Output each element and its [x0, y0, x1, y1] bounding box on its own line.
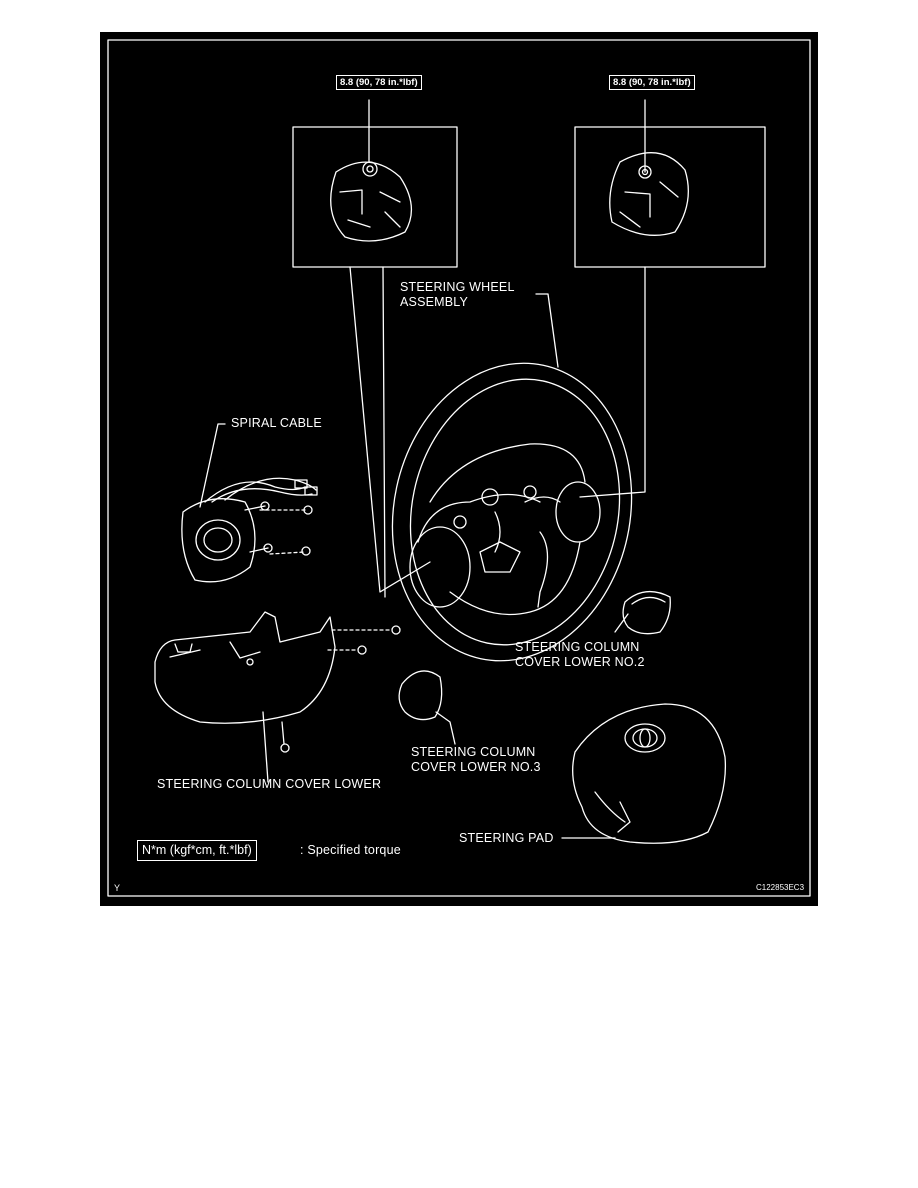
hub-detail-right [609, 152, 689, 236]
legend-unit-box: N*m (kgf*cm, ft.*lbf) [137, 840, 257, 861]
leader-right [579, 266, 646, 498]
detail-box-right [574, 126, 766, 268]
figure-code: C122853EC3 [756, 883, 805, 892]
leader-cover-no3 [435, 711, 456, 745]
spiral-screws [244, 501, 313, 556]
torque-spec-right: 8.8 (90, 78 in.*lbf) [609, 75, 695, 90]
figure-frame [107, 39, 811, 897]
corner-mark: Y [114, 883, 121, 893]
label-steering-wheel: STEERING WHEEL ASSEMBLY [400, 280, 515, 309]
label-steering-pad: STEERING PAD [459, 831, 554, 845]
cover-no3-drawing [398, 670, 443, 721]
detail-box-left [292, 126, 458, 268]
exploded-diagram: 8.8 (90, 78 in.*lbf) 8.8 (90, 78 in.*lbf… [100, 32, 818, 906]
label-cover-lower: STEERING COLUMN COVER LOWER [157, 777, 382, 791]
hub-detail-left [330, 161, 412, 242]
column-cover-lower-drawing [154, 611, 336, 724]
leader-left-inner [382, 266, 386, 598]
leader-left-outer [349, 266, 431, 593]
steering-pad-drawing [572, 703, 727, 844]
cover-no2-drawing [622, 590, 671, 635]
steering-wheel-drawing [391, 362, 633, 662]
leader-cover-no2 [614, 613, 629, 633]
cover-screws [280, 625, 401, 753]
label-spiral-cable: SPIRAL CABLE [231, 416, 322, 430]
label-cover-lower-no2: STEERING COLUMN COVER LOWER NO.2 [515, 640, 645, 669]
label-cover-lower-no3: STEERING COLUMN COVER LOWER NO.3 [411, 745, 541, 774]
torque-spec-left: 8.8 (90, 78 in.*lbf) [336, 75, 422, 90]
leader-wheel [535, 293, 559, 368]
spiral-cable-drawing [181, 477, 318, 583]
leader-cover-lower [262, 711, 269, 783]
leader-spiral [199, 423, 226, 508]
diagram-drawing [107, 39, 811, 897]
legend-description: : Specified torque [300, 843, 401, 857]
